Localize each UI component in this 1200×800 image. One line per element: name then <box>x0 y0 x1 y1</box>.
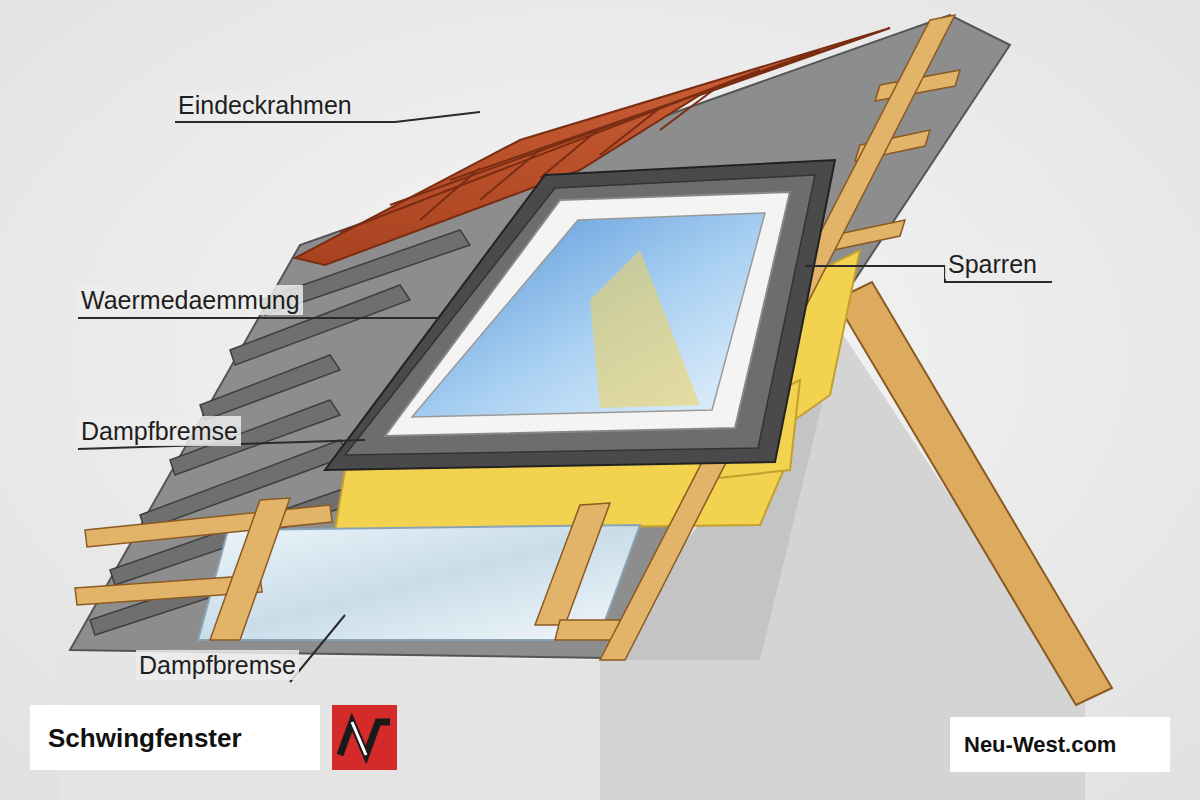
caption-box: Schwingfenster <box>30 705 320 770</box>
part-label: Sparren <box>945 249 1040 279</box>
caption-box: Neu-West.com <box>950 717 1170 772</box>
brand-logo <box>332 705 397 770</box>
glass-reflection <box>590 250 700 408</box>
caption-text: Schwingfenster <box>48 723 320 753</box>
window-frame <box>345 175 815 455</box>
battens <box>75 15 960 660</box>
rafter <box>835 282 1112 705</box>
leader-lines <box>78 112 1052 682</box>
window-glass <box>412 213 765 417</box>
window-sash <box>385 192 790 436</box>
part-label: Waermedaemmung <box>78 285 303 315</box>
caption-text: Neu-West.com <box>964 732 1170 758</box>
roof-underlay <box>70 15 1010 658</box>
part-label: Eindeckrahmen <box>175 90 355 120</box>
part-label: Dampfbremse <box>78 416 241 446</box>
part-label: Dampfbremse <box>136 650 299 680</box>
window-flashing <box>325 160 835 470</box>
